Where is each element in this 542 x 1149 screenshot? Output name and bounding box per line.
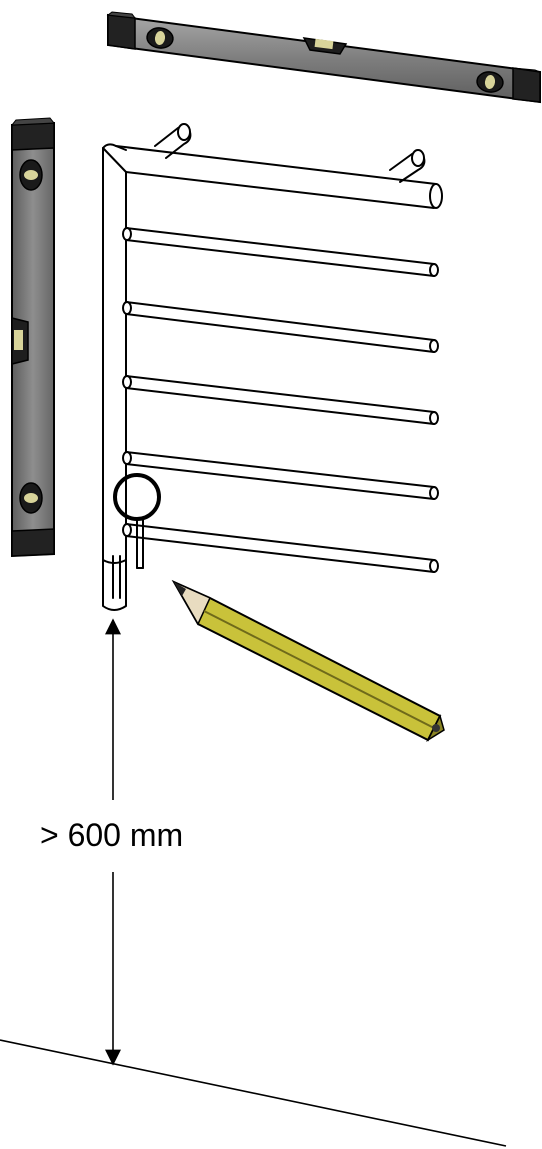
fixing-point-marker	[113, 473, 161, 521]
dimension-label: > 600 mm	[40, 817, 183, 853]
pencil	[171, 579, 445, 743]
towel-rail	[102, 123, 443, 611]
spirit-level-vertical	[10, 117, 56, 558]
floor-line	[0, 1039, 507, 1147]
spirit-level-horizontal	[106, 11, 541, 104]
